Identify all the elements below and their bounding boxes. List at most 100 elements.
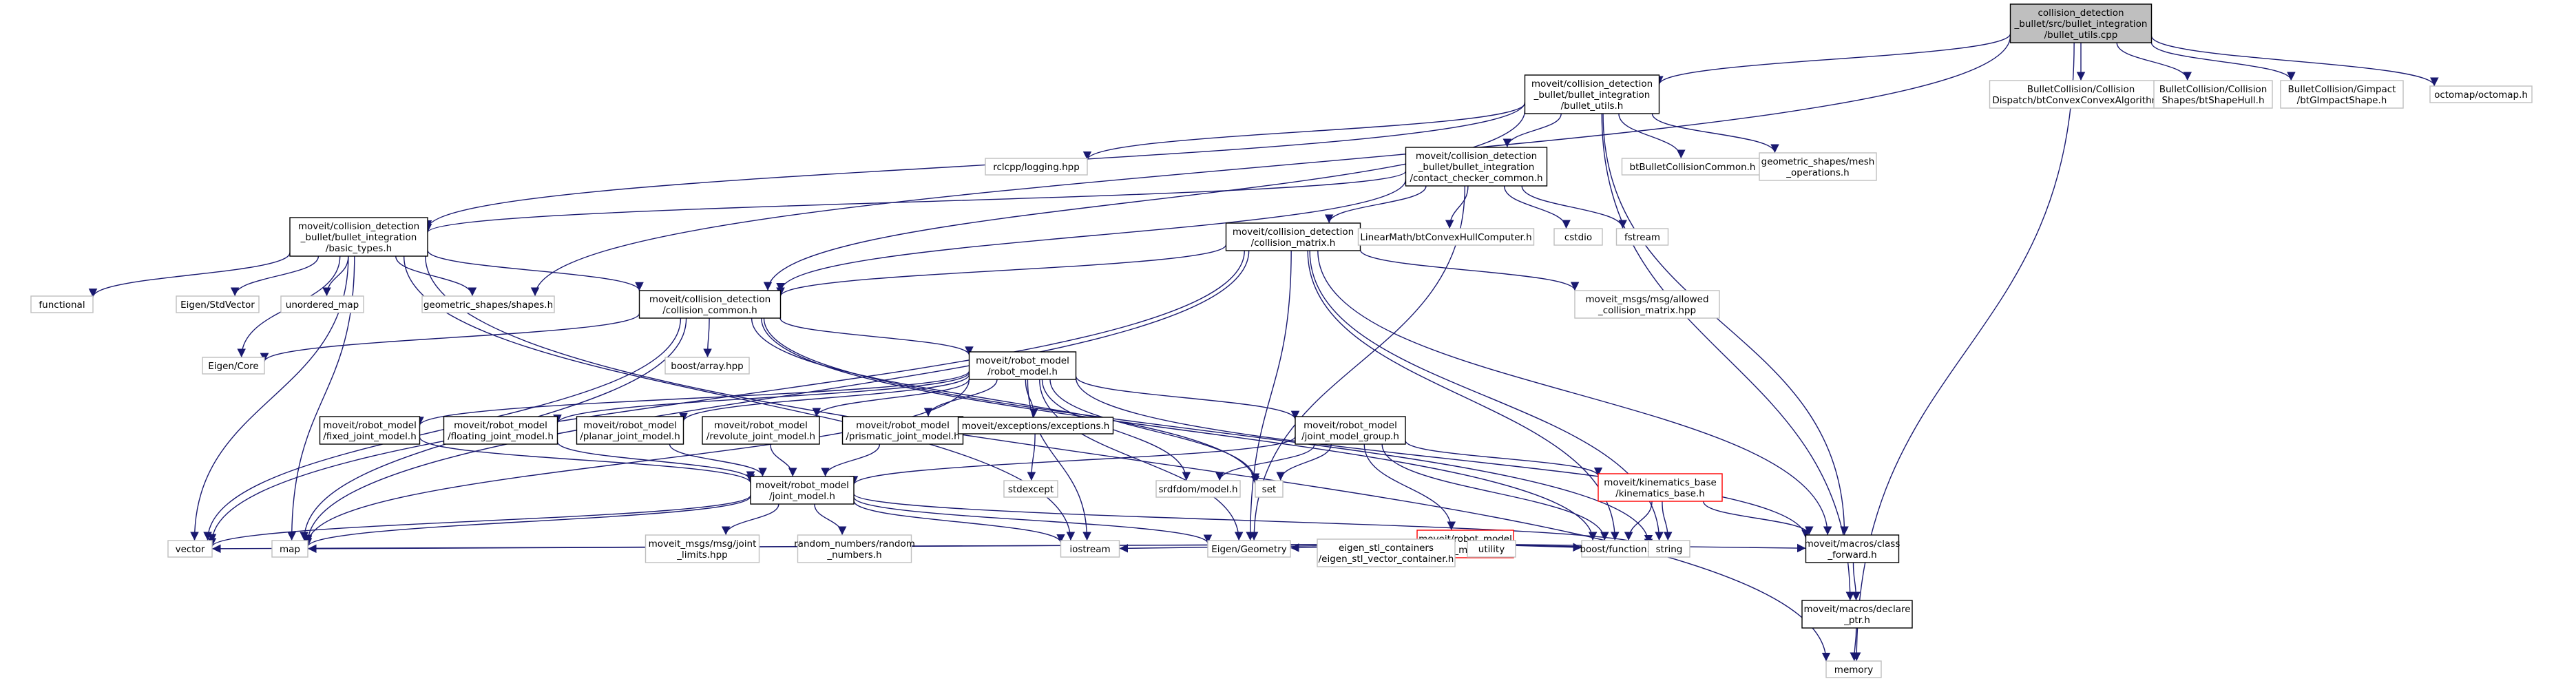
node-declare-ptr[interactable]: moveit/macros/declare_ptr.h	[1801, 600, 1913, 629]
node-utility: utility	[1467, 540, 1516, 558]
node-label: moveit/robot_model	[1303, 420, 1397, 431]
node-label: functional	[39, 300, 85, 311]
node-map: map	[271, 540, 308, 558]
edge-joint-model-to-eigen-geometry	[853, 496, 1213, 544]
node-label: moveit/exceptions/exceptions.h	[962, 421, 1110, 432]
node-box	[1225, 222, 1361, 251]
node-boost-function: boost/function.hpp	[1580, 540, 1668, 558]
node-label: moveit/robot_model	[454, 420, 547, 431]
node-label: LinearMath/btConvexHullComputer.h	[1360, 232, 1531, 243]
edge-contact-checker-to-eigen-geometry	[1249, 185, 1466, 541]
node-class-forward[interactable]: moveit/macros/class_forward.h	[1805, 534, 1900, 563]
edge-kinematics-base-to-string	[1662, 501, 1673, 541]
node-label: utility	[1478, 544, 1505, 555]
node-random-numbers: random_numbers/random_numbers.h	[794, 534, 915, 563]
node-label: cstdio	[1564, 232, 1592, 243]
edge-bullet-utils-h-to-declare-ptr	[1601, 113, 1855, 601]
node-geom-mesh: geometric_shapes/mesh_operations.h	[1759, 152, 1877, 181]
node-box	[750, 476, 855, 505]
node-floating-joint[interactable]: moveit/robot_model/floating_joint_model.…	[443, 416, 558, 445]
edge-collision-matrix-to-class-forward	[1317, 250, 1832, 536]
node-label: set	[1262, 484, 1277, 495]
node-box	[1255, 480, 1284, 498]
node-box	[1574, 290, 1720, 319]
edge-collision-common-to-string	[763, 317, 1653, 544]
node-label: stdexcept	[1008, 484, 1054, 495]
node-box	[421, 295, 555, 313]
node-eigen-stl: eigen_stl_containers/eigen_stl_vector_co…	[1317, 538, 1456, 567]
node-label: _ptr.h	[1843, 615, 1870, 626]
node-box	[1648, 540, 1690, 558]
node-allowed-matrix: moveit_msgs/msg/allowed_collision_matrix…	[1574, 290, 1720, 319]
node-label: _limits.hpp	[676, 549, 727, 560]
edge-collision-matrix-to-boost-function	[1307, 250, 1620, 541]
node-geom-shapes: geometric_shapes/shapes.h	[421, 295, 555, 313]
node-fixed-joint[interactable]: moveit/robot_model/fixed_joint_model.h	[319, 416, 421, 445]
node-box	[841, 416, 964, 445]
edge-joint-model-to-joint-limits	[721, 503, 779, 536]
edge-robot-model-h-to-eigen-geometry	[1039, 379, 1244, 541]
node-collision-matrix[interactable]: moveit/collision_detection/collision_mat…	[1225, 222, 1361, 251]
node-label: _bullet/bullet_integration	[1418, 162, 1535, 173]
node-eigen-stdvector: Eigen/StdVector	[176, 295, 260, 313]
node-label: srdfdom/model.h	[1158, 484, 1237, 495]
edge-floating-joint-to-joint-model	[556, 441, 755, 481]
edge-robot-model-h-to-map	[303, 379, 970, 545]
node-label: Eigen/Core	[208, 361, 259, 372]
node-label: boost/array.hpp	[671, 361, 743, 372]
node-label: _bullet/bullet_integration	[300, 232, 417, 243]
node-box	[1357, 228, 1535, 246]
node-octomap: octomap/octomap.h	[2429, 85, 2533, 103]
node-box	[1295, 416, 1406, 445]
node-joint-model[interactable]: moveit/robot_model/joint_model.h	[750, 476, 855, 505]
node-joint-model-group[interactable]: moveit/robot_model/joint_model_group.h	[1295, 416, 1406, 445]
edge-root-to-octomap	[2150, 35, 2439, 87]
node-label: /collision_common.h	[662, 305, 757, 316]
node-box	[1553, 228, 1603, 246]
edge-robot-model-h-to-joint-model-group	[1075, 376, 1300, 420]
node-root[interactable]: collision_detection_bullet/src/bullet_in…	[2009, 3, 2153, 43]
node-box	[576, 416, 684, 445]
edge-joint-model-group-to-srdfdom	[1215, 443, 1315, 481]
node-box	[968, 351, 1077, 380]
edge-contact-checker-to-fstream	[1521, 185, 1627, 229]
node-planar-joint[interactable]: moveit/robot_model/planar_joint_model.h	[576, 416, 684, 445]
edge-robot-model-h-to-fixed-joint	[415, 370, 970, 426]
node-label: moveit/robot_model	[976, 355, 1069, 366]
node-robot-model-h[interactable]: moveit/robot_model/robot_model.h	[968, 351, 1077, 380]
node-label: moveit/collision_detection	[298, 221, 419, 232]
node-prismatic-joint[interactable]: moveit/robot_model/prismatic_joint_model…	[841, 416, 964, 445]
edge-robot-model-h-to-revolute-joint	[812, 378, 970, 417]
edge-robot-model-h-to-srdfdom	[1041, 379, 1191, 481]
node-kinematics-base[interactable]: moveit/kinematics_base/kinematics_base.h	[1598, 473, 1723, 502]
node-string: string	[1648, 540, 1690, 558]
node-label: memory	[1834, 664, 1873, 675]
node-label: moveit/robot_model	[323, 420, 417, 431]
edge-collision-common-to-robot-model-h	[779, 317, 974, 356]
node-exceptions[interactable]: moveit/exceptions/exceptions.h	[957, 417, 1114, 434]
edge-robot-model-h-to-set	[1049, 379, 1260, 483]
node-functional: functional	[30, 295, 94, 313]
node-bullet-utils-h[interactable]: moveit/collision_detection_bullet/bullet…	[1524, 74, 1660, 114]
node-revolute-joint[interactable]: moveit/robot_model/revolute_joint_model.…	[702, 416, 820, 445]
node-set: set	[1255, 480, 1284, 498]
node-box	[797, 534, 912, 563]
node-basic-types[interactable]: moveit/collision_detection_bullet/bullet…	[289, 217, 428, 257]
node-contact-checker[interactable]: moveit/collision_detection_bullet/bullet…	[1405, 147, 1548, 187]
node-label: moveit/collision_detection	[1531, 78, 1653, 90]
node-box	[2280, 80, 2404, 109]
node-label: vector	[176, 544, 205, 555]
node-label: /fixed_joint_model.h	[323, 431, 417, 442]
node-label: boost/function.hpp	[1580, 544, 1667, 555]
edge-collision-matrix-to-collision-common	[776, 244, 1227, 297]
node-label: /prismatic_joint_model.h	[846, 431, 959, 442]
edge-joint-model-to-iostream	[853, 501, 1065, 543]
edge-robot-model-h-to-exceptions	[1025, 379, 1038, 418]
node-label: /planar_joint_model.h	[580, 431, 680, 442]
node-collision-common[interactable]: moveit/collision_detection/collision_com…	[638, 290, 782, 319]
edge-root-to-btGImpact	[2150, 42, 2296, 81]
edge-revolute-joint-to-joint-model	[770, 443, 797, 477]
node-label: _bullet/bullet_integration	[1533, 90, 1651, 101]
edge-joint-model-to-vector	[207, 494, 751, 547]
edge-basic-types-to-eigen-stdvector	[230, 255, 320, 297]
